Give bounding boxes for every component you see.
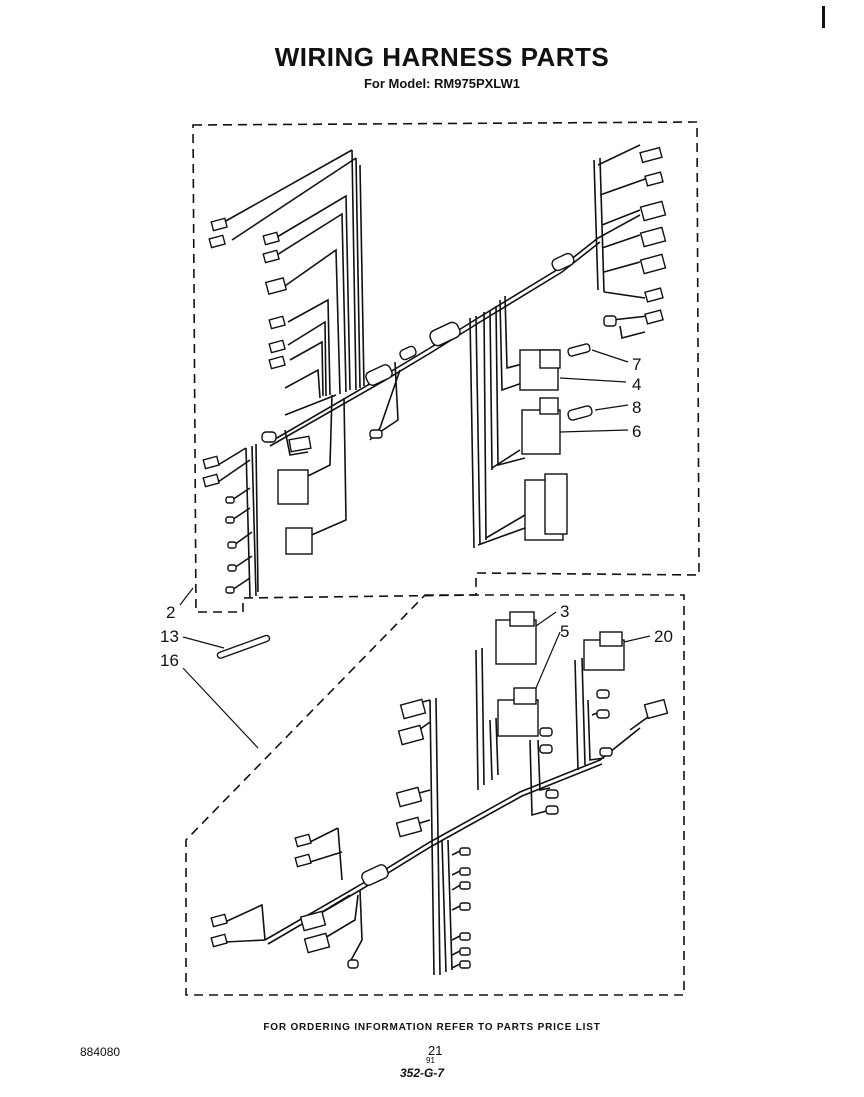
document-number: 884080 [80, 1045, 121, 1059]
leader-5 [535, 631, 561, 689]
callout-7: 7 [632, 355, 641, 374]
callout-6: 6 [632, 422, 641, 441]
leader-2 [179, 587, 194, 606]
ordering-note: FOR ORDERING INFORMATION REFER TO PARTS … [263, 1022, 601, 1033]
harness-lower [185, 594, 685, 996]
leader-20 [623, 635, 651, 643]
callout-2: 2 [166, 603, 175, 622]
section-code: 352-G-7 [400, 1066, 445, 1080]
page-number: 21 [428, 1043, 443, 1058]
callout-20: 20 [654, 627, 673, 646]
callout-labels: 7 4 8 6 2 13 16 3 5 20 [160, 355, 673, 670]
leader-13 [182, 636, 225, 649]
leader-4 [559, 377, 627, 383]
callout-4: 4 [632, 375, 641, 394]
callout-8: 8 [632, 398, 641, 417]
edge-mark [822, 6, 825, 28]
callout-16: 16 [160, 651, 179, 670]
leader-8 [594, 404, 629, 411]
harness-lower-boundary [185, 594, 685, 996]
model-label: For Model: RM975PXLW1 [363, 76, 521, 91]
upper-connectors [202, 146, 667, 594]
leader-16 [182, 667, 259, 749]
page-title: WIRING HARNESS PARTS [274, 42, 610, 72]
callout-leaders [179, 349, 651, 749]
leader-7 [591, 349, 629, 363]
callout-13: 13 [160, 627, 179, 646]
leader-6 [559, 429, 629, 433]
callout-5: 5 [560, 622, 569, 641]
harness-upper-boundary [192, 121, 700, 613]
callout-3: 3 [560, 602, 569, 621]
page-sub-number: 91 [426, 1056, 435, 1065]
harness-upper [192, 121, 700, 613]
leader-3 [535, 611, 557, 627]
lower-connectors [210, 611, 669, 969]
